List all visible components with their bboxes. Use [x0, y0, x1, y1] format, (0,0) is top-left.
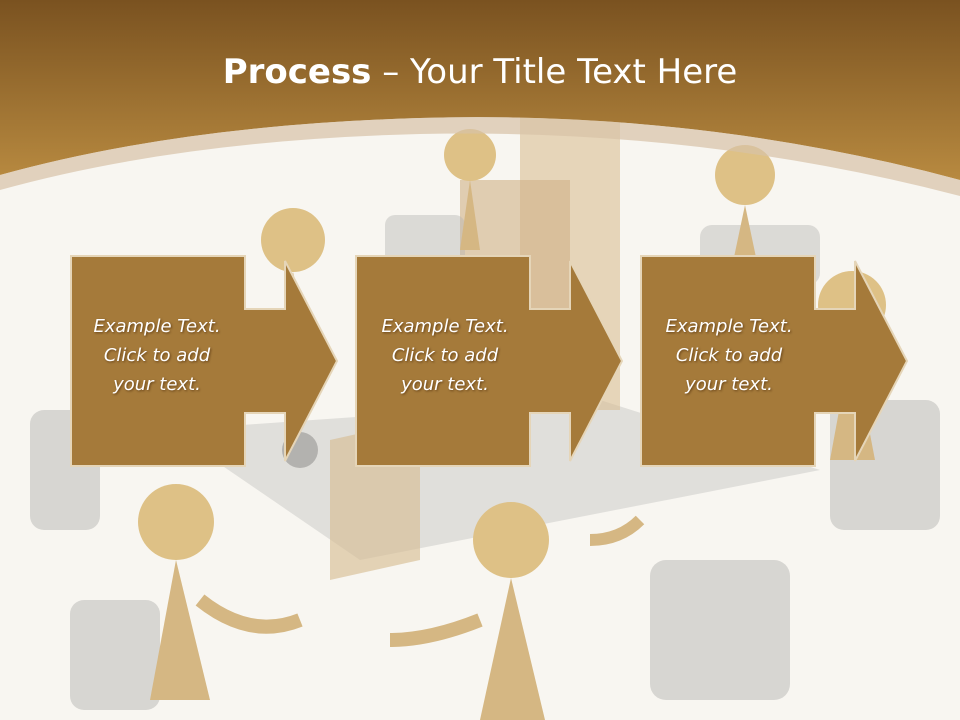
- header-band: [0, 0, 960, 196]
- step-1-line-3: your text.: [113, 374, 201, 395]
- step-1-line-1: Example Text.: [93, 316, 221, 337]
- step-3-line-1: Example Text.: [665, 316, 793, 337]
- step-3-text[interactable]: Example Text. Click to add your text.: [644, 312, 814, 399]
- process-step-1[interactable]: [70, 255, 340, 467]
- step-2-line-3: your text.: [401, 374, 489, 395]
- title-rest: – Your Title Text Here: [371, 52, 738, 92]
- title-bold: Process: [222, 52, 372, 92]
- step-3-line-3: your text.: [685, 374, 773, 395]
- step-2-line-1: Example Text.: [381, 316, 509, 337]
- process-step-3[interactable]: [640, 255, 910, 467]
- step-2-line-2: Click to add: [391, 345, 499, 366]
- step-3-line-2: Click to add: [675, 345, 783, 366]
- step-1-line-2: Click to add: [103, 345, 211, 366]
- step-2-text[interactable]: Example Text. Click to add your text.: [360, 312, 530, 399]
- slide-title: Process – Your Title Text Here: [0, 52, 960, 92]
- process-step-2[interactable]: [355, 255, 625, 467]
- step-1-text[interactable]: Example Text. Click to add your text.: [72, 312, 242, 399]
